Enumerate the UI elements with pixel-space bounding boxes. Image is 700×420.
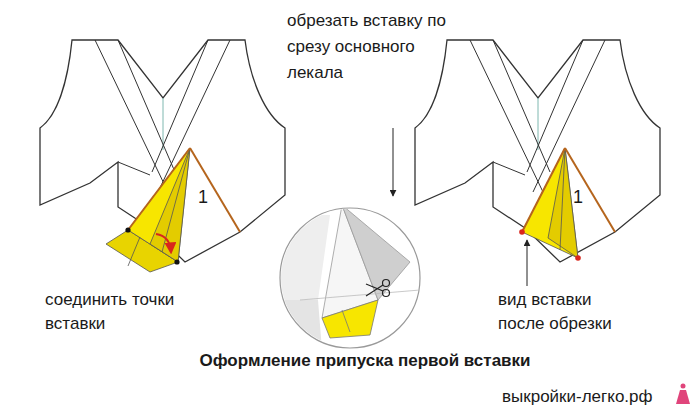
scissors-symbol [366,280,390,297]
instruction-note: обрезать вставку по срезу основного лека… [287,8,447,86]
callout-number: 1 [573,186,593,208]
insert-folded [106,148,240,272]
logo-icon [676,384,690,405]
vest-outline [40,40,285,262]
pointer-arrow [527,240,528,286]
insert-trimmed [519,148,615,261]
diagram-title: Оформление припуска первой вставки [100,350,630,372]
callout-number: 1 [198,186,218,208]
instruction-note: соединить точки вставки [45,288,185,336]
watermark: выкройки-легко.рф [502,386,672,408]
instruction-note: вид вставки после обрезки [498,288,633,336]
magnified-view [270,205,420,350]
vest-outline [415,40,660,262]
pointer-arrow [393,128,394,196]
